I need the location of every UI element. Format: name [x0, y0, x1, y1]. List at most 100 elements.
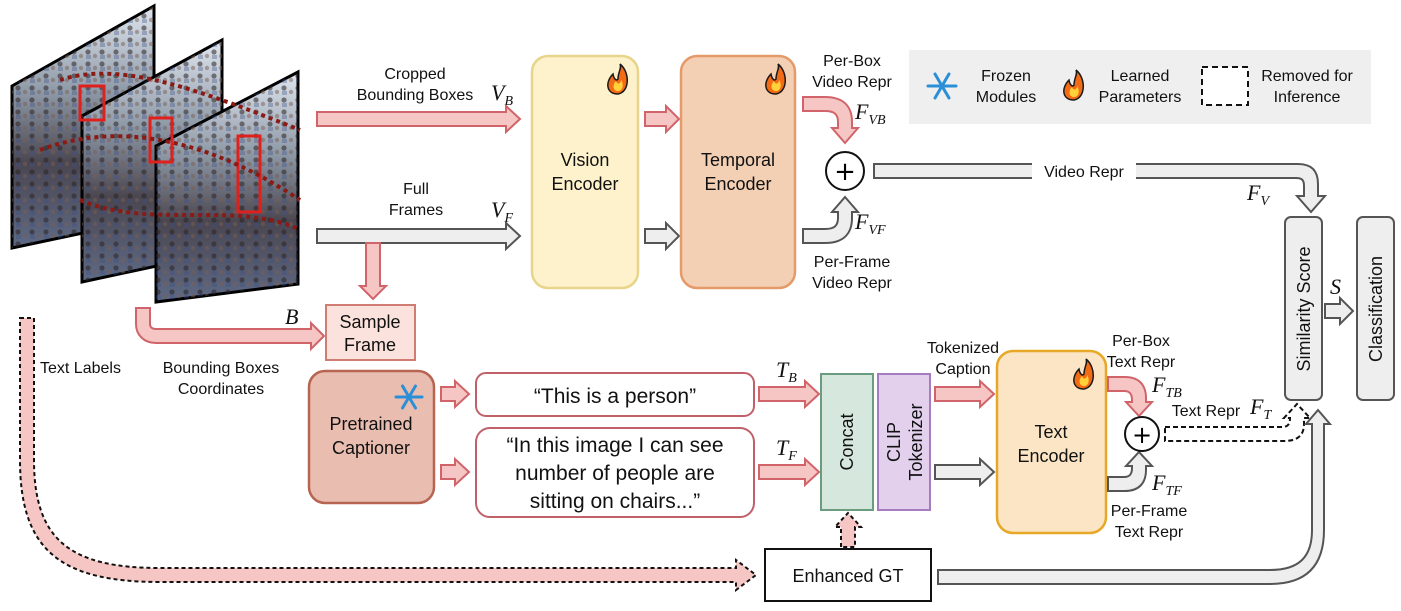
arrow-tokens-frame [934, 456, 996, 488]
classification-box: Classification [1356, 216, 1395, 401]
temporal-encoder: Temporal Encoder [679, 54, 797, 290]
symbol-tb: TB [776, 357, 797, 386]
snowflake-icon [926, 72, 958, 100]
tracking-trajectories [39, 71, 302, 232]
sample-frame-line2: Frame [344, 335, 396, 355]
label-per-frame-video-line2: Video Repr [812, 275, 892, 292]
vision-encoder: Vision Encoder [530, 54, 640, 290]
label-bbox-coords-line1: Bounding Boxes [163, 360, 280, 377]
label-tokenized-line1: Tokenized [927, 340, 999, 357]
removed-for-inference-swatch [1201, 66, 1249, 106]
arrow-bbox-coords [135, 307, 326, 352]
symbol-s: S [1330, 274, 1341, 299]
legend-removed-line2: Inference [1274, 89, 1341, 106]
label-per-box-video-line2: Video Repr [812, 74, 892, 91]
text-encoder: Text Encoder [995, 349, 1108, 535]
flame-icon [1073, 358, 1094, 390]
label-per-box-video-line1: Per-Box [823, 53, 881, 70]
sample-frame-line1: Sample [339, 312, 400, 332]
vision-encoder-line2: Encoder [551, 174, 618, 194]
label-full-line1: Full [403, 181, 429, 198]
label-per-frame-video-line1: Per-Frame [814, 254, 891, 271]
enhanced-gt-box: Enhanced GT [764, 548, 932, 602]
caption-scene-line3: sitting on chairs...” [530, 490, 700, 513]
arrow-tokens-box [934, 378, 996, 410]
arrow-tf-to-concat [758, 456, 821, 488]
arrow-text-labels [19, 317, 758, 592]
label-full-line2: Frames [389, 202, 443, 219]
arrow-per-box-text [1107, 376, 1155, 418]
sample-frame-box: Sample Frame [325, 304, 416, 361]
arrow-vision-to-temporal-box [644, 103, 681, 135]
caption-scene-line2: number of people are [515, 462, 715, 485]
symbol-vf: VF [491, 197, 513, 226]
symbol-fvb: FVB [854, 99, 886, 128]
label-video-repr: Video Repr [1044, 164, 1124, 181]
symbol-b: B [285, 304, 298, 329]
caption-scene-line1: “In this image I can see [506, 434, 723, 457]
label-cropped-line2: Bounding Boxes [357, 87, 474, 104]
symbol-fv: FV [1246, 180, 1270, 209]
symbol-ftb: FTB [1151, 372, 1182, 401]
flame-icon [765, 63, 786, 95]
video-frames-stack [10, 3, 302, 304]
arrow-gt-to-similarity [937, 408, 1333, 585]
snowflake-icon [394, 384, 424, 410]
legend: Frozen Modules Learned Parameters Remove… [909, 50, 1371, 124]
legend-learned-line1: Learned [1111, 68, 1170, 85]
arrow-per-frame-video [802, 195, 861, 244]
text-encoder-line1: Text [1034, 422, 1067, 442]
temporal-encoder-line2: Encoder [704, 174, 771, 194]
concat-box: Concat [820, 373, 874, 511]
clip-tokenizer-line1: CLIP [884, 422, 904, 462]
arrow-score-to-classification [1324, 295, 1355, 327]
concat-label: Concat [837, 413, 857, 470]
arrow-per-box-video [802, 96, 861, 145]
legend-frozen-line1: Frozen [981, 68, 1031, 85]
temporal-encoder-line1: Temporal [701, 150, 775, 170]
arrow-video-repr [873, 163, 1328, 214]
captioner-line2: Captioner [332, 438, 410, 458]
pretrained-captioner: Pretrained Captioner [307, 369, 436, 505]
caption-person-box: “This is a person” [475, 372, 755, 417]
video-sum-node: + [825, 151, 865, 191]
arrow-vision-to-temporal-frame [644, 220, 681, 252]
arrow-full-to-vision [316, 220, 522, 252]
caption-scene-box: “In this image I can see number of peopl… [475, 427, 755, 518]
similarity-score-box: Similarity Score [1284, 216, 1323, 401]
clip-tokenizer-box: CLIP Tokenizer [877, 373, 931, 511]
enhanced-gt-label: Enhanced GT [792, 566, 903, 586]
symbol-vb: VB [491, 80, 513, 109]
label-per-frame-text-line1: Per-Frame [1111, 503, 1188, 520]
label-text-labels: Text Labels [40, 360, 121, 377]
caption-person-text: “This is a person” [534, 385, 696, 408]
label-per-box-text-line2: Text Repr [1107, 354, 1176, 371]
arrow-captioner-to-scene [440, 456, 471, 488]
label-cropped-line1: Cropped [384, 66, 445, 83]
flame-icon [607, 63, 628, 95]
label-per-box-text-line1: Per-Box [1112, 333, 1170, 350]
arrow-text-repr [1164, 402, 1313, 442]
arrow-full-to-sample [357, 242, 389, 301]
symbol-ft: FT [1249, 394, 1272, 423]
text-sum-symbol: + [1132, 421, 1152, 449]
arrow-captioner-to-person [440, 378, 471, 410]
arrow-per-frame-text [1107, 450, 1155, 492]
legend-learned-line2: Parameters [1099, 89, 1182, 106]
legend-removed-line1: Removed for [1261, 68, 1353, 85]
clip-tokenizer-line2: Tokenizer [906, 403, 926, 480]
flame-icon [1063, 69, 1084, 101]
text-encoder-line2: Encoder [1017, 446, 1084, 466]
text-sum-node: + [1124, 416, 1160, 452]
symbol-fvf: FVF [854, 209, 886, 238]
label-text-repr: Text Repr [1172, 403, 1241, 420]
captioner-line1: Pretrained [329, 414, 412, 434]
label-tokenized-line2: Caption [935, 361, 990, 378]
classification-label: Classification [1366, 256, 1386, 362]
symbol-ftf: FTF [1151, 470, 1182, 499]
label-per-frame-text-line2: Text Repr [1115, 524, 1184, 541]
symbol-tf: TF [776, 435, 797, 464]
similarity-score-label: Similarity Score [1294, 246, 1314, 371]
video-frame-3 [154, 69, 300, 304]
